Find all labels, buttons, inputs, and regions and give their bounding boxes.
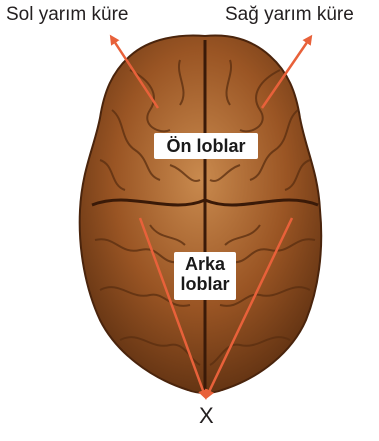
back-lobes-label-line1: Arka [174, 254, 236, 274]
point-x-label: X [199, 404, 214, 428]
back-lobes-label: Arka loblar [174, 252, 236, 300]
brain-body [80, 36, 322, 393]
longitudinal-fissure [205, 40, 206, 392]
frontal-lobes-label: Ön loblar [154, 133, 258, 159]
back-lobes-label-line2: loblar [174, 274, 236, 294]
